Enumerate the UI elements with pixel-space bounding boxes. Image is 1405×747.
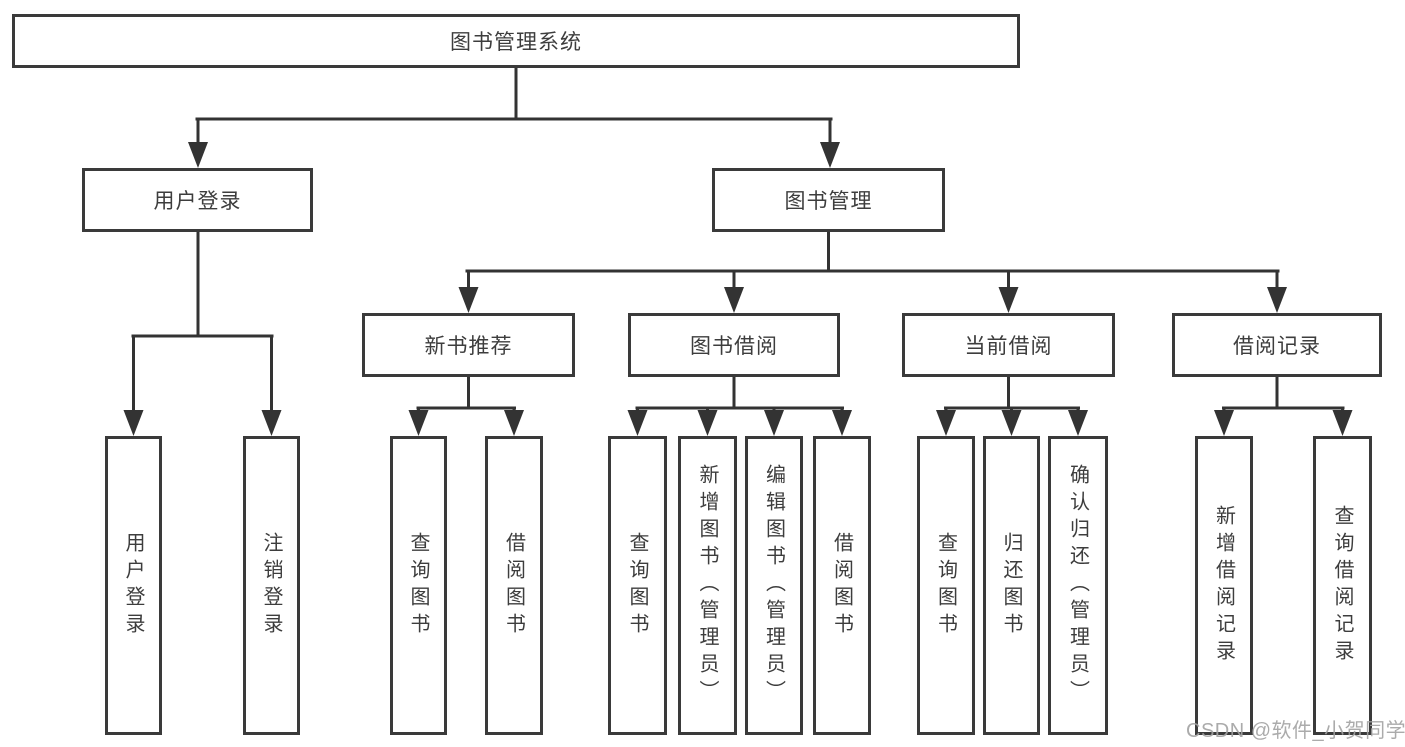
leaf-user-login-label: 用户登录 (122, 531, 144, 640)
leaf-query-books-current-label: 查询图书 (934, 531, 957, 640)
leaf-add-book-admin-label: 新增图书（管理员） (696, 464, 718, 707)
leaf-query-books-recommend-label: 查询图书 (407, 531, 429, 640)
leaf-add-book-admin: 新增图书（管理员） (678, 436, 737, 735)
leaf-query-borrow-record: 查询借阅记录 (1313, 436, 1372, 735)
leaf-add-borrow-record: 新增借阅记录 (1195, 436, 1253, 735)
leaf-borrow-books-recommend-label: 借阅图书 (502, 531, 525, 640)
leaf-query-borrow-record-label: 查询借阅记录 (1331, 504, 1353, 667)
leaf-return-books-label: 归还图书 (1000, 531, 1022, 640)
leaf-confirm-return-admin: 确认归还（管理员） (1048, 436, 1108, 735)
leaf-borrow-books-label: 借阅图书 (830, 531, 853, 640)
leaf-logout-label: 注销登录 (260, 531, 282, 640)
leaf-query-books-current: 查询图书 (917, 436, 975, 735)
leaf-edit-book-admin-label: 编辑图书（管理员） (762, 464, 785, 707)
leaf-edit-book-admin: 编辑图书（管理员） (745, 436, 803, 735)
node-borrowing-records: 借阅记录 (1172, 313, 1382, 377)
node-current-borrowing: 当前借阅 (902, 313, 1115, 377)
leaf-logout: 注销登录 (243, 436, 300, 735)
node-user-login: 用户登录 (82, 168, 313, 232)
leaf-query-books-borrow-label: 查询图书 (626, 531, 648, 640)
leaf-return-books: 归还图书 (983, 436, 1040, 735)
leaf-confirm-return-admin-label: 确认归还（管理员） (1066, 464, 1089, 707)
leaf-query-books-borrow: 查询图书 (608, 436, 667, 735)
leaf-user-login: 用户登录 (105, 436, 162, 735)
leaf-query-books-recommend: 查询图书 (390, 436, 447, 735)
leaf-add-borrow-record-label: 新增借阅记录 (1212, 504, 1235, 667)
node-new-book-recommendation: 新书推荐 (362, 313, 575, 377)
csdn-watermark: CSDN @软件_小贺同学 (1186, 720, 1405, 742)
leaf-borrow-books-recommend: 借阅图书 (485, 436, 543, 735)
node-book-borrowing: 图书借阅 (628, 313, 840, 377)
node-book-management: 图书管理 (712, 168, 945, 232)
leaf-borrow-books: 借阅图书 (813, 436, 871, 735)
node-root-system: 图书管理系统 (12, 14, 1020, 68)
